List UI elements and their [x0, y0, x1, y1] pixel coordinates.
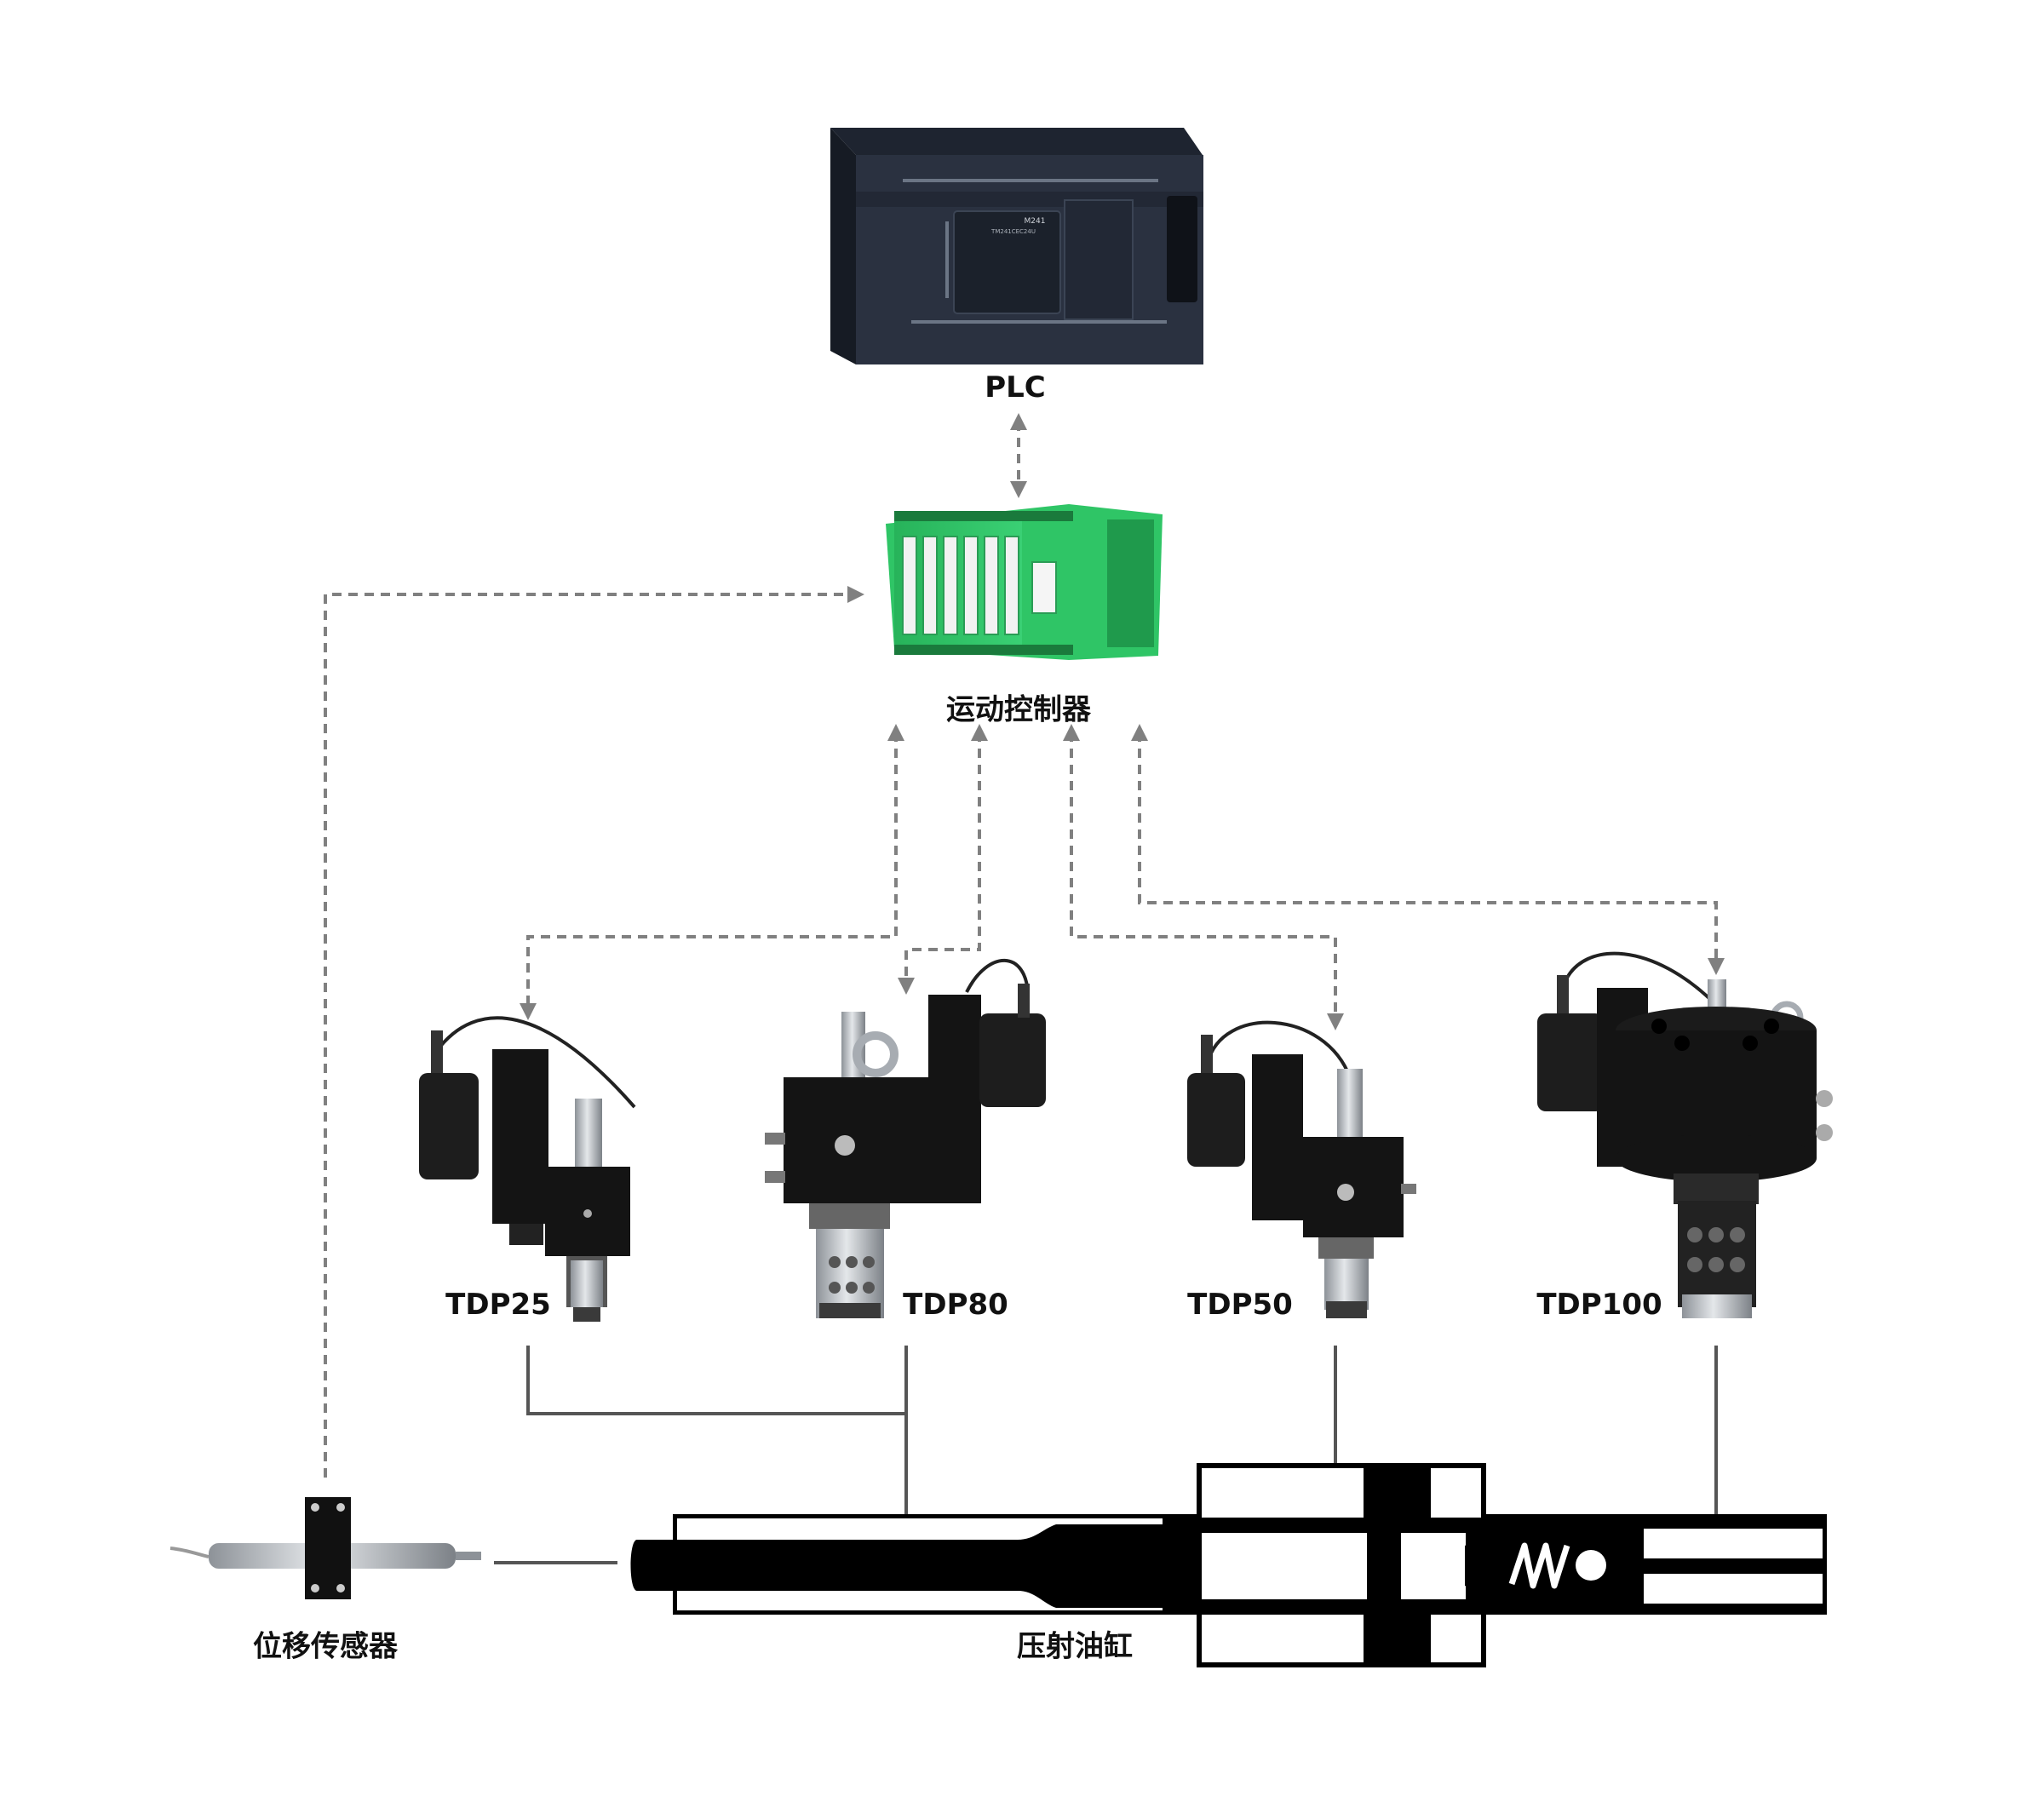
tdp80-label: TDP80	[903, 1288, 1008, 1322]
tdp25-line	[526, 1346, 906, 1415]
injection-cylinder-label: 压射油缸	[1017, 1629, 1133, 1664]
plc-model-sub-text: TM241CEC24U	[990, 228, 1036, 235]
injection-cylinder-icon	[630, 1463, 1827, 1667]
controller-tdp100-link	[1131, 724, 1725, 975]
displacement-sensor-icon	[169, 1497, 481, 1599]
sensor-controller-link	[324, 586, 864, 1478]
motion-controller-device-icon	[886, 504, 1163, 660]
plc-model-text: M241	[1025, 217, 1046, 226]
tdp25-valve-icon	[419, 1016, 636, 1322]
tdp80-valve-icon	[765, 959, 1046, 1318]
tdp50-label: TDP50	[1187, 1288, 1293, 1322]
tdp50-valve-icon	[1187, 1020, 1416, 1318]
hydraulic-lines	[494, 1346, 1718, 1564]
tdp25-label: TDP25	[445, 1288, 551, 1322]
motion-controller-label: 运动控制器	[946, 692, 1091, 727]
controller-tdp50-link	[1063, 724, 1344, 1030]
tdp100-valve-icon	[1537, 951, 1833, 1318]
displacement-sensor-label: 位移传感器	[253, 1629, 398, 1664]
dashed-signal-links	[324, 413, 1725, 1478]
plc-label: PLC	[985, 370, 1046, 405]
controller-tdp80-link	[898, 724, 988, 995]
plc-device-icon: M241 TM241CEC24U	[830, 128, 1203, 364]
tdp100-label: TDP100	[1536, 1288, 1662, 1322]
controller-tdp25-link	[520, 724, 904, 1020]
